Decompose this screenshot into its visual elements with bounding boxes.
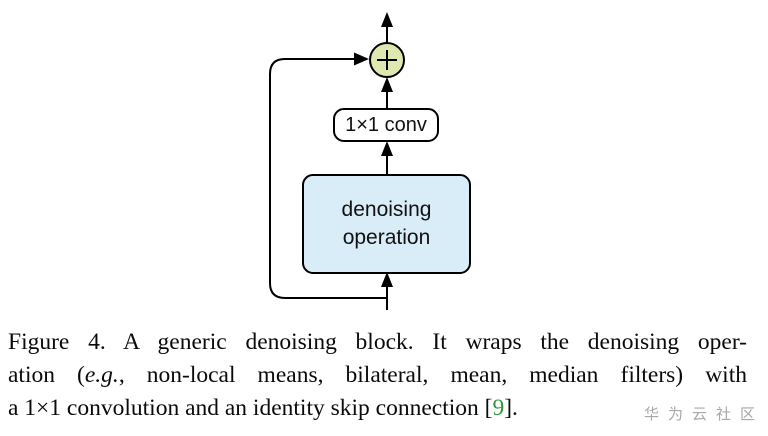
denoising-operation-label: denoising operation [303, 175, 470, 273]
caption-line-2-post: , non-local means, bilateral, mean, medi… [118, 362, 747, 388]
conv-box [333, 108, 439, 142]
caption-line-1: Figure 4. A generic denoising block. It … [8, 329, 747, 355]
caption-line-2: ation (e.g., non-local means, bilateral,… [8, 359, 747, 392]
denoising-operation-label-line1: denoising [341, 198, 432, 221]
caption-eg-italic: e.g. [84, 362, 119, 388]
op-to-conv-arrowhead [381, 141, 393, 156]
skip-connection-arrowhead [354, 52, 369, 66]
caption-line-2-pre: ation ( [8, 362, 85, 388]
denoising-operation-label-line2: operation [342, 226, 431, 249]
caption-line-3: a 1×1 convolution and an identity skip c… [8, 392, 747, 425]
skip-connection-line [269, 58, 387, 299]
caption-line-3-post: ]. [504, 395, 518, 421]
figure-caption: Figure 4. A generic denoising block. It … [8, 326, 747, 425]
caption-line-3-pre: a 1×1 convolution and an identity skip c… [8, 395, 493, 421]
conv-box-label-text: 1×1 conv [345, 113, 427, 136]
citation-link-9[interactable]: 9 [492, 395, 505, 421]
conv-box-label: 1×1 conv [334, 109, 438, 141]
output-arrowhead [381, 12, 393, 27]
input-arrowhead [381, 272, 393, 287]
watermark-huawei-cloud-community: 华为云社区 [644, 406, 765, 423]
denoising-block-diagram [269, 12, 471, 310]
conv-to-add-arrowhead [381, 77, 393, 92]
